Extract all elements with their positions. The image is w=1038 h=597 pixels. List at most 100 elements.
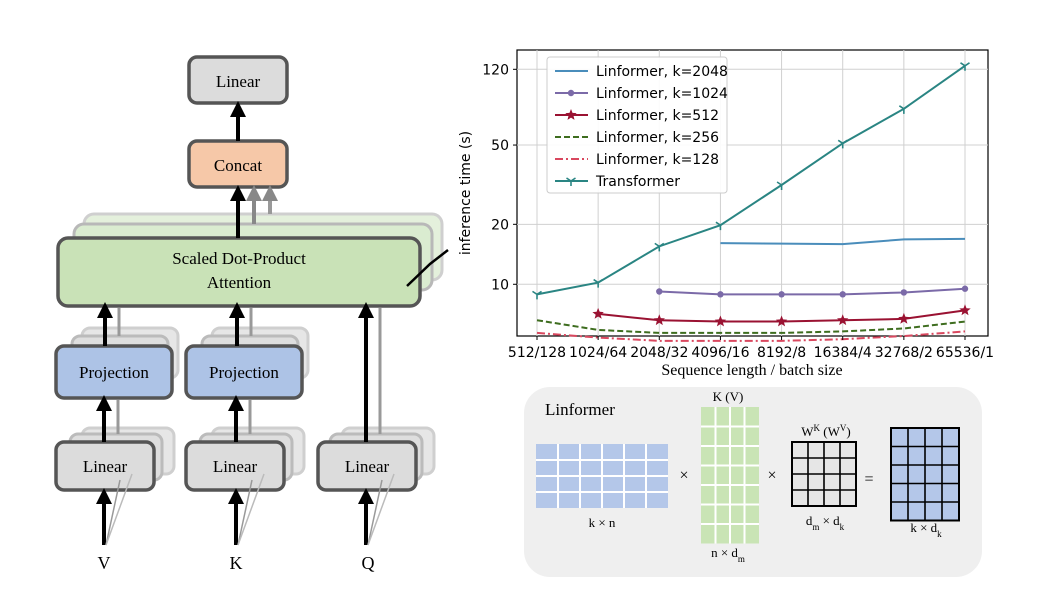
data-point — [566, 177, 576, 186]
linear-top-label: Linear — [216, 72, 261, 91]
matrix-w-sup-v: V — [840, 423, 847, 433]
linformer-matrix-panel: Linformer k × n × K (V) n × dm × WK (WV)… — [524, 387, 982, 577]
x-tick-label: 4096/16 — [691, 345, 749, 361]
projection-left-box — [54, 344, 174, 400]
data-point — [593, 278, 604, 288]
matrix-k-by-dk-label: k × dk — [910, 520, 942, 539]
series-linformer-k-1024 — [656, 285, 969, 298]
input-k-label: K — [230, 553, 243, 573]
series-line — [720, 237, 966, 246]
input-v-label: V — [98, 553, 111, 573]
x-tick-label: 2048/32 — [630, 345, 688, 361]
line-v-fan1 — [105, 479, 121, 546]
chart-legend-box — [546, 56, 728, 194]
matrix-w-close: ) — [846, 424, 850, 439]
data-point — [653, 314, 665, 326]
data-point — [565, 109, 577, 120]
matrix-n-by-dm-sub: m — [738, 554, 745, 564]
series-line — [536, 64, 966, 296]
line-k-fan2 — [237, 473, 265, 546]
y-tick-label: 120 — [482, 62, 509, 78]
legend-label: Transformer — [595, 174, 680, 190]
data-point — [837, 139, 848, 149]
matrix-result — [890, 427, 960, 522]
attention-diagram: Scaled Dot-Product Attention Linear Conc… — [54, 55, 449, 573]
legend-label: Linformer, k=512 — [596, 108, 719, 124]
legend-label: Linformer, k=128 — [596, 152, 719, 168]
matrix-k-by-dk-text: k × d — [910, 520, 937, 535]
matrix-w-open: (W — [820, 424, 841, 439]
matrix-dm-dk-d: d — [806, 513, 813, 528]
matrix-kv-label: K (V) — [713, 389, 744, 404]
data-point — [532, 290, 542, 300]
data-point — [898, 312, 910, 324]
matrix-w-text: W — [801, 424, 814, 439]
series-line — [536, 330, 966, 342]
data-point — [656, 288, 663, 295]
input-q-label: Q — [362, 553, 375, 573]
legend-label: Linformer, k=1024 — [596, 86, 728, 102]
data-point — [961, 285, 969, 292]
concat-label: Concat — [214, 156, 262, 175]
matrix-w-label: WK (WV) — [801, 423, 850, 439]
data-point — [837, 314, 849, 326]
matrix-n-by-dm-label: n × dm — [711, 545, 745, 564]
matrix-dm-dk-sub2: k — [840, 522, 845, 532]
data-point — [654, 242, 665, 252]
series-transformer — [532, 62, 970, 300]
attention-label-line1: Scaled Dot-Product — [172, 249, 306, 268]
matrix-dm-dk-sub1: m — [812, 522, 819, 532]
x-tick-label: 512/128 — [508, 345, 566, 361]
series-linformer-k-512 — [592, 304, 971, 327]
x-tick-label: 1024/64 — [569, 345, 627, 361]
data-point — [717, 291, 724, 298]
attention-mask-tick — [406, 249, 449, 287]
data-point — [898, 105, 909, 114]
matrix-w-sup-k: K — [814, 423, 821, 433]
chart-series — [532, 62, 971, 342]
matrix-dm-dk-label: dm × dk — [806, 513, 845, 532]
projection-right-label: Projection — [209, 363, 279, 382]
matrix-panel-title: Linformer — [545, 400, 615, 419]
matrix-k-by-n — [536, 444, 668, 508]
chart-y-ticks: 10 20 50 120 — [482, 62, 517, 293]
chart-x-axis-label: Sequence length / batch size — [661, 362, 842, 379]
op-times-1: × — [679, 467, 688, 484]
series-linformer-k-2048 — [720, 237, 966, 246]
data-point — [778, 291, 785, 298]
line-v-fan2 — [105, 473, 133, 546]
projection-left-label: Projection — [79, 363, 149, 382]
x-tick-label: 8192/8 — [757, 345, 806, 361]
projection-right-box — [184, 344, 304, 400]
data-point — [592, 307, 604, 319]
x-tick-label: 16384/4 — [814, 345, 872, 361]
data-point — [715, 221, 726, 231]
matrix-n-by-dm-text: n × d — [711, 545, 738, 560]
y-tick-label: 50 — [491, 138, 509, 154]
linear-q-label: Linear — [345, 457, 390, 476]
series-line — [659, 287, 966, 296]
series-line — [536, 319, 966, 334]
y-tick-label: 10 — [491, 277, 509, 293]
chart-y-axis-label: inference time (s) — [458, 131, 474, 255]
legend-label: Linformer, k=256 — [596, 130, 719, 146]
data-point — [959, 304, 971, 316]
matrix-k-by-dk-sub: k — [937, 529, 942, 539]
legend-label: Linformer, k=2048 — [596, 64, 728, 80]
matrix-w — [791, 441, 857, 507]
attention-label-line2: Attention — [207, 273, 272, 292]
line-q-fan1 — [367, 479, 383, 546]
series-linformer-k-256 — [536, 319, 966, 334]
data-point — [775, 315, 788, 327]
line-k-fan1 — [237, 479, 253, 546]
data-point — [839, 291, 846, 298]
y-tick-label: 20 — [491, 217, 509, 233]
linear-k-label: Linear — [213, 457, 258, 476]
series-linformer-k-128 — [536, 330, 966, 342]
data-point — [567, 89, 575, 97]
matrix-k-by-n-label: k × n — [589, 515, 616, 530]
data-point — [960, 62, 970, 71]
